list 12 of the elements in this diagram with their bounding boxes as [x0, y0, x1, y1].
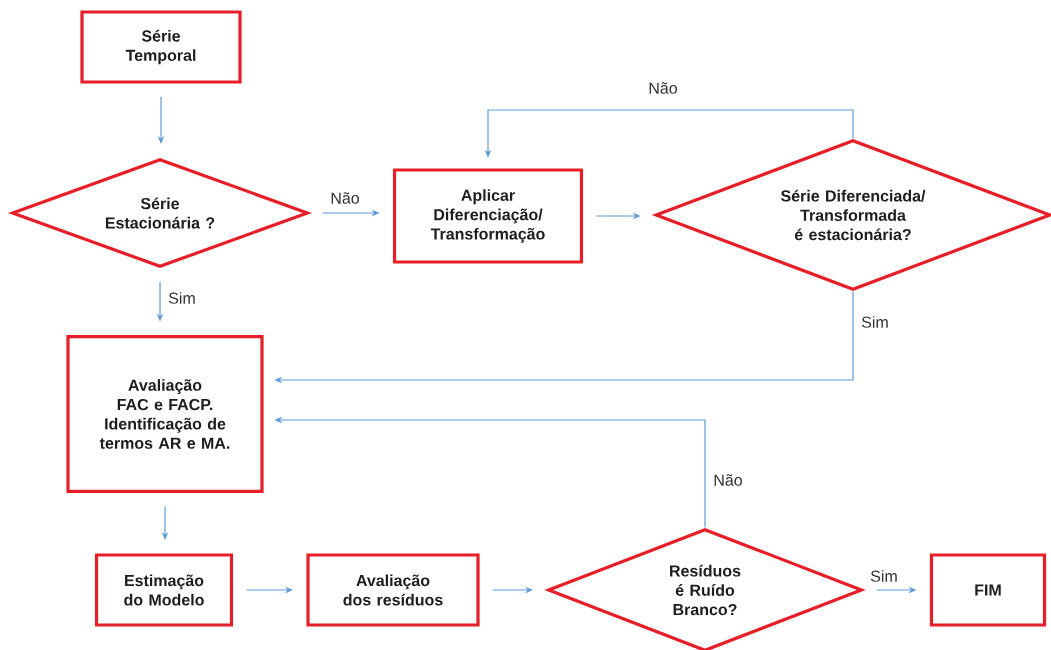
process-box: Avaliação dos resíduos: [306, 553, 480, 627]
process-box: Série Temporal: [80, 10, 242, 84]
process-box: Estimação do Modelo: [94, 553, 234, 627]
process-box: Aplicar Diferenciação/ Transformação: [392, 168, 584, 264]
edge-label: Não: [647, 80, 679, 96]
process-box: FIM: [929, 553, 1047, 627]
edge-label: Não: [329, 190, 361, 206]
edge-label: Sim: [166, 290, 198, 306]
edge-label: Sim: [859, 314, 891, 330]
process-box: Avaliação FAC e FACP. Identificação de termos AR e MA.: [66, 334, 264, 494]
edge-label: Não: [712, 472, 744, 488]
edge-label: Sim: [868, 568, 900, 584]
